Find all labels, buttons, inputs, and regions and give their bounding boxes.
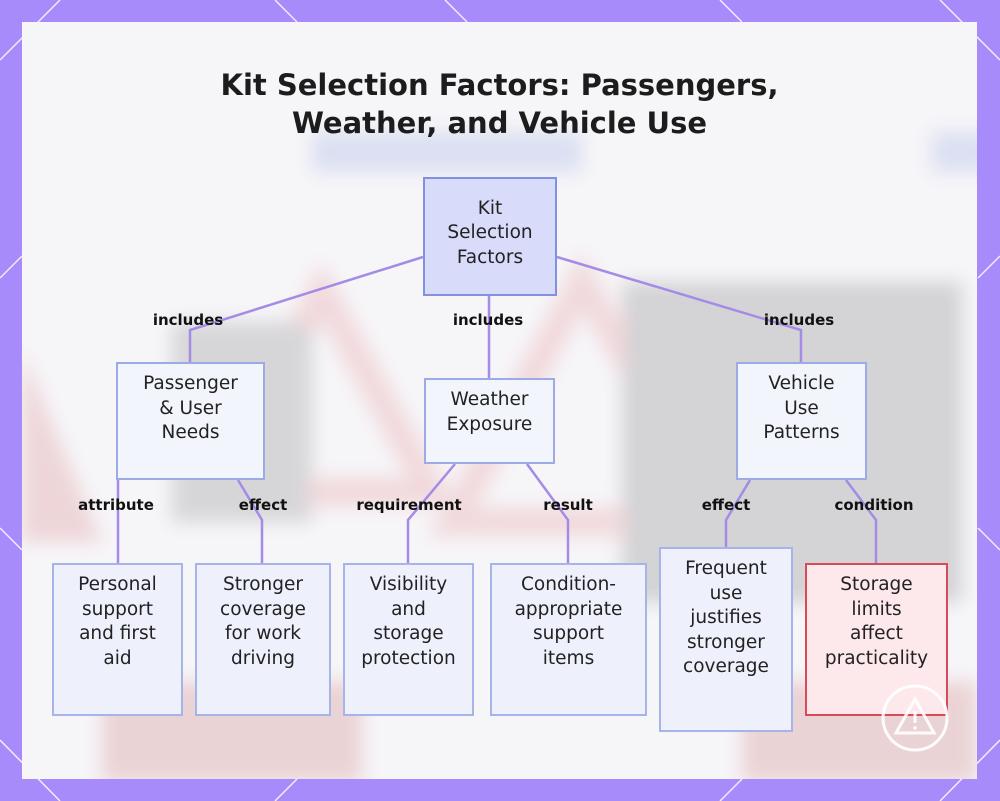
edge-weather-visibility [406,463,456,563]
title-line-2: Weather, and Vehicle Use [291,106,708,140]
node-text: Needs [161,422,220,443]
edge-root-vehicle [556,255,803,362]
edge-passenger-stronger [236,479,264,563]
node-passenger-user-needs: Passenger & User Needs [116,362,265,480]
node-text: items [542,647,595,669]
edge-label-condition: condition [834,496,914,514]
node-text: Exposure [446,413,533,435]
node-text: and [391,598,426,620]
edge-label-effect: effect [701,496,751,514]
node-storage-limits: Storage limits affect practicality [805,563,948,716]
edge-label-includes: includes [763,311,835,329]
edge-vehicle-frequent [724,479,752,547]
node-text: Storage [840,574,913,595]
node-text: & User [159,397,222,419]
node-text: affect [850,623,903,644]
node-text: stronger [687,631,765,653]
node-text: and first [79,623,156,644]
node-text: support [532,623,605,644]
node-text: justifies [690,607,762,628]
node-text: Personal [78,574,157,595]
node-text: Kit [477,197,503,219]
node-text: Patterns [763,422,840,443]
node-frequent-use: Frequent use justifies stronger coverage [659,547,793,732]
edge-label-includes: includes [452,311,524,329]
node-text: Factors [456,246,524,268]
title-line-1: Kit Selection Factors: Passengers, [220,68,779,102]
node-vehicle-use-patterns: Vehicle Use Patterns [736,362,867,480]
node-text: support [81,598,154,620]
node-stronger-coverage-work: Stronger coverage for work driving [195,563,331,716]
edge-label-requirement: requirement [356,496,462,514]
edge-vehicle-storage [845,479,878,563]
node-condition-appropriate: Condition- appropriate support items [490,563,647,716]
node-text: Stronger [223,574,303,595]
edge-weather-condition [525,463,570,563]
node-text: practicality [824,647,929,669]
edge-label-result: result [543,496,593,514]
node-text: appropriate [514,598,623,620]
node-text: aid [103,647,132,669]
warning-triangle-logo [881,684,949,752]
node-text: coverage [220,598,306,620]
edge-root-passenger [188,255,424,362]
edge-label-includes: includes [152,311,224,329]
diagram-title: Kit Selection Factors: Passengers, Weath… [22,66,977,142]
node-text: Weather [450,389,529,410]
node-personal-support: Personal support and first aid [52,563,183,716]
node-text: Condition- [521,574,616,595]
node-text: Passenger [143,373,238,394]
node-text: limits [851,598,902,620]
node-text: driving [230,647,296,669]
edge-label-effect: effect [238,496,288,514]
node-text: Vehicle [768,373,835,394]
edge-label-attribute: attribute [78,496,154,514]
node-text: for work [224,623,302,644]
node-kit-selection-factors: Kit Selection Factors [423,177,557,296]
node-text: Use [784,397,819,419]
node-weather-exposure: Weather Exposure [424,378,555,464]
node-text: protection [361,647,456,669]
node-text: Visibility [369,574,448,595]
node-text: Selection [447,222,533,244]
node-text: coverage [683,656,769,677]
node-visibility-storage: Visibility and storage protection [343,563,474,716]
node-text: use [709,582,743,604]
node-text: Frequent [685,558,767,579]
node-text: storage [373,623,444,644]
